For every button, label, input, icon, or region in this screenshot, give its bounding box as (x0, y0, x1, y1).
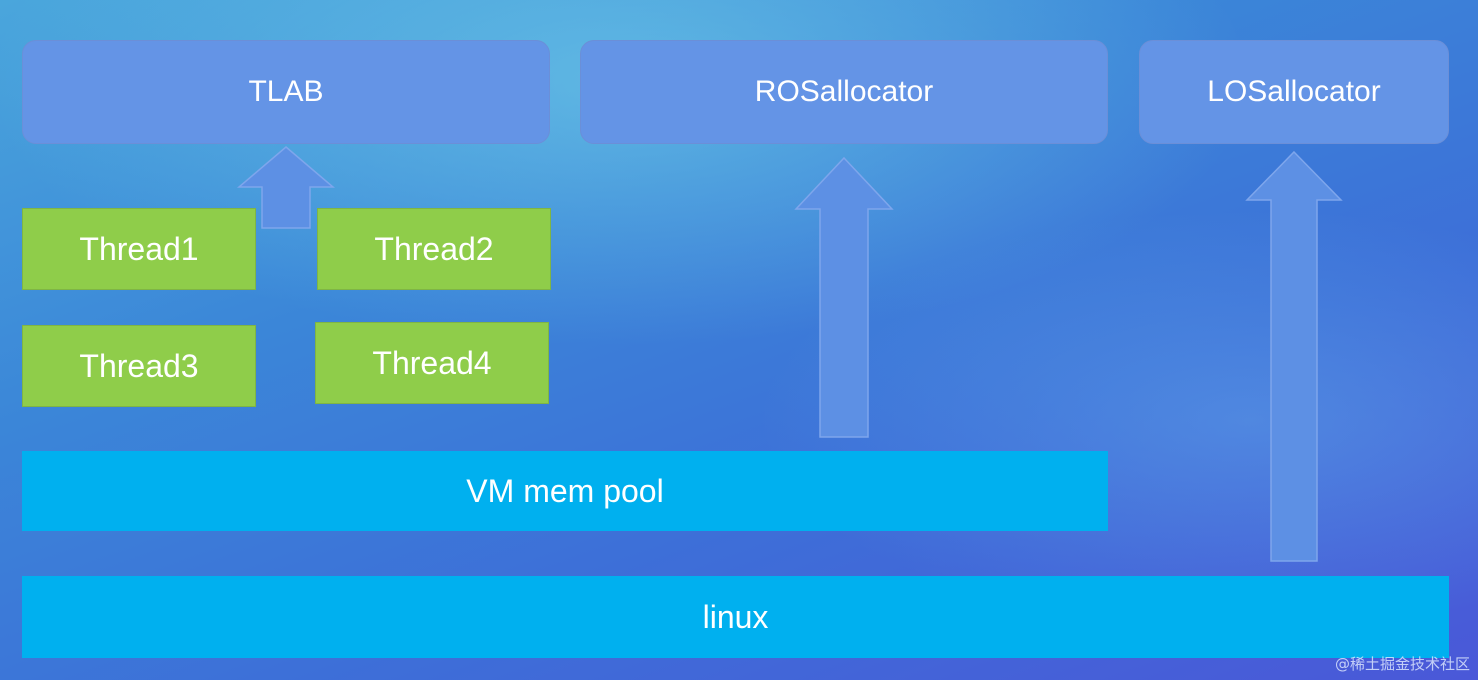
thread-box: Thread4 (315, 322, 549, 404)
vm-mem-pool-layer: VM mem pool (22, 451, 1108, 531)
thread-label: Thread2 (374, 230, 494, 267)
rosallocator-label: ROSallocator (754, 75, 934, 108)
thread-box: Thread1 (22, 208, 256, 290)
vm-mem-pool-label: VM mem pool (466, 472, 664, 509)
losallocator-box: LOSallocator (1139, 40, 1449, 144)
rosallocator-up-arrow-icon (794, 156, 894, 438)
tlab-label: TLAB (248, 75, 324, 108)
linux-label: linux (702, 598, 769, 635)
thread-box: Thread3 (22, 325, 256, 407)
thread-label: Thread3 (79, 347, 199, 384)
tlab-box: TLAB (22, 40, 550, 144)
linux-layer: linux (22, 576, 1449, 658)
losallocator-label: LOSallocator (1207, 75, 1381, 108)
thread-label: Thread1 (79, 230, 199, 267)
tlab-up-arrow-icon (236, 146, 336, 229)
thread-label: Thread4 (372, 344, 492, 381)
watermark: @稀土掘金技术社区 (1334, 655, 1470, 673)
rosallocator-box: ROSallocator (580, 40, 1108, 144)
losallocator-up-arrow-icon (1245, 150, 1343, 562)
thread-box: Thread2 (317, 208, 551, 290)
